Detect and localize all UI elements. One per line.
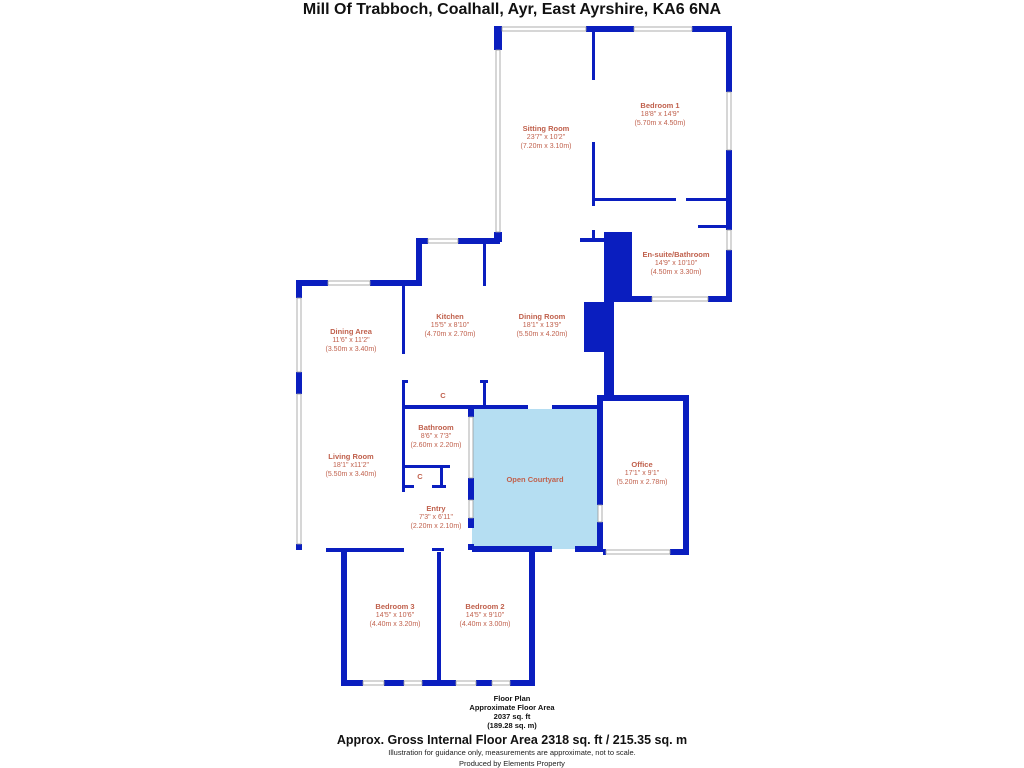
room-name: Kitchen [436, 312, 464, 321]
windows [296, 26, 732, 686]
room-dims-imperial: 15'5" x 8'10" [430, 322, 470, 329]
gross-internal-area: Approx. Gross Internal Floor Area 2318 s… [336, 733, 688, 747]
room-sitting-room: Sitting Room 23'7" x 10'2" (7.20m x 3.10… [521, 124, 572, 151]
area-sqft: 2037 sq. ft [493, 712, 531, 721]
room-name: Open Courtyard [506, 475, 564, 484]
room-name: C [440, 391, 446, 400]
room-dining-area: Dining Area 11'6" x 11'2" (3.50m x 3.40m… [326, 327, 377, 354]
room-kitchen: Kitchen 15'5" x 8'10" (3.50m x 3.40m) (4… [425, 312, 476, 339]
floor-area-summary: Floor Plan Approximate Floor Area 2037 s… [0, 694, 1024, 730]
room-name: Dining Area [330, 327, 372, 336]
room-name: Living Room [328, 452, 374, 461]
room-name: Bathroom [418, 423, 454, 432]
room-dims-imperial: 17'1" x 9'1" [624, 470, 660, 477]
room-dims-imperial: 14'5" x 10'6" [375, 612, 415, 619]
room-dims-metric: (3.50m x 3.40m) [325, 346, 377, 353]
room-name: C [417, 472, 423, 481]
produced-by: Produced by Elements Property [459, 759, 565, 768]
room-ensuite-bathroom: En-suite/Bathroom 14'9" x 10'10" (4.50m … [642, 250, 709, 277]
room-name: En-suite/Bathroom [642, 250, 710, 259]
room-dims-metric: (5.70m x 4.50m) [634, 120, 686, 127]
room-dims-metric: (5.20m x 2.78m) [616, 479, 668, 486]
room-dims-imperial: 11'6" x 11'2" [332, 337, 370, 344]
room-bathroom: Bathroom 8'6" x 7'3" (2.60m x 2.20m) [411, 423, 462, 450]
room-name: Bedroom 1 [640, 101, 680, 110]
room-cupboard-1: C [440, 391, 445, 400]
room-entry: Entry 7'3" x 6'11" (2.20m x 2.10m) [411, 504, 462, 531]
room-bedroom-1: Bedroom 1 18'8" x 14'9" (5.70m x 4.50m) [635, 101, 686, 128]
room-name: Bedroom 3 [375, 602, 415, 611]
courtyard-area [472, 409, 598, 549]
floor-plan-label: Floor Plan [493, 694, 531, 703]
room-dims-metric: (4.50m x 3.30m) [650, 269, 702, 276]
room-bedroom-2: Bedroom 2 14'5" x 9'10" (4.40m x 3.00m) [460, 602, 511, 629]
room-name: Entry [426, 504, 446, 513]
room-dims-imperial: 14'9" x 10'10" [654, 260, 698, 267]
room-dims-imperial: 18'1" x11'2" [333, 462, 369, 469]
approx-area-label: Approximate Floor Area [469, 703, 555, 712]
room-office: Office 17'1" x 9'1" (5.20m x 2.78m) [617, 460, 668, 487]
room-dims-metric: (7.20m x 3.10m) [520, 143, 572, 150]
room-dining-room: Dining Room 18'1" x 13'9" (5.50m x 4.20m… [517, 312, 568, 339]
room-dims-metric: (4.40m x 3.20m) [369, 621, 421, 628]
page-title: Mill Of Trabboch, Coalhall, Ayr, East Ay… [302, 1, 722, 18]
room-dims-imperial: 23'7" x 10'2" [526, 134, 566, 141]
room-dims-imperial: 7'3" x 6'11" [419, 514, 453, 521]
room-name: Office [631, 460, 653, 469]
room-name: Sitting Room [522, 124, 570, 133]
room-cupboard-2: C [417, 472, 422, 481]
walls [296, 26, 732, 686]
room-dims-metric: (5.50m x 3.40m) [325, 471, 377, 478]
disclaimer: Illustration for guidance only, measurem… [388, 748, 636, 757]
room-dims-metric: (4.40m x 3.00m) [459, 621, 511, 628]
room-dims-metric: (5.50m x 4.20m) [516, 331, 568, 338]
room-bedroom-3: Bedroom 3 14'5" x 10'6" (4.40m x 3.20m) [370, 602, 421, 629]
room-dims-metric: (2.60m x 2.20m) [410, 442, 462, 449]
room-dims-imperial: 18'1" x 13'9" [522, 322, 562, 329]
area-sqm: (189.28 sq. m) [487, 721, 537, 730]
room-dims-imperial: 8'6" x 7'3" [420, 433, 452, 440]
room-dims-imperial: 18'8" x 14'9" [640, 111, 680, 118]
room-living-room: Living Room 18'1" x11'2" (5.50m x 3.40m) [326, 452, 377, 479]
room-name: Dining Room [518, 312, 566, 321]
room-dims-metric: (2.20m x 2.10m) [410, 523, 462, 530]
room-dims-metric: (4.70m x 2.70m) [424, 331, 476, 338]
room-open-courtyard: Open Courtyard [506, 475, 563, 484]
room-dims-imperial: 14'5" x 9'10" [465, 612, 505, 619]
room-name: Bedroom 2 [465, 602, 505, 611]
